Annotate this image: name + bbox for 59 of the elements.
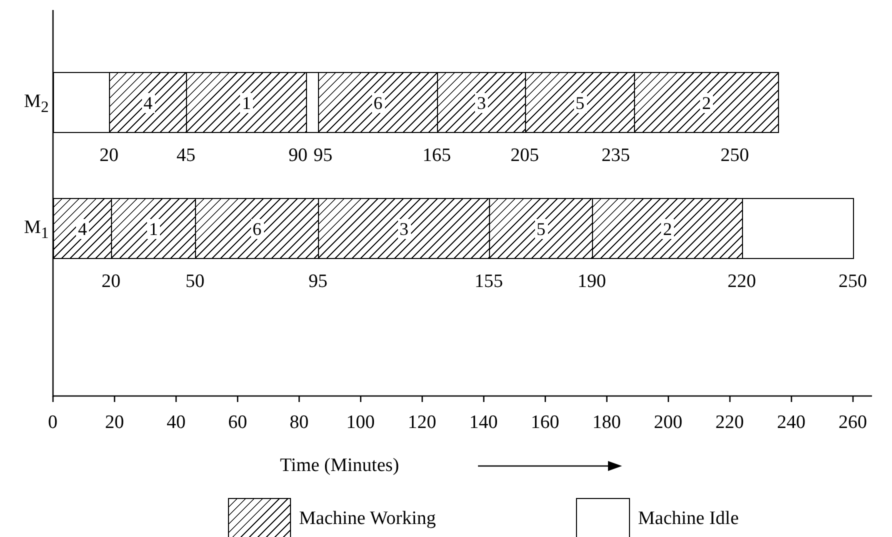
time-label: 220 bbox=[728, 272, 756, 292]
working-bar bbox=[109, 72, 187, 133]
tick-label: 200 bbox=[654, 413, 682, 433]
time-label: 250 bbox=[838, 272, 867, 292]
tick-label: 80 bbox=[290, 413, 309, 433]
time-label: 155 bbox=[474, 272, 503, 292]
job-number: 3 bbox=[475, 92, 488, 112]
job-number: 4 bbox=[142, 92, 154, 112]
tick-label: 140 bbox=[469, 413, 498, 433]
row-label: M$_{2}$ bbox=[24, 92, 49, 118]
job-number: 6 bbox=[372, 92, 384, 112]
tick-label: 240 bbox=[776, 413, 806, 433]
legend-label: Machine Idle bbox=[638, 509, 739, 529]
idle-bar bbox=[742, 198, 854, 259]
time-label: 50 bbox=[186, 272, 204, 292]
time-label: 250 bbox=[720, 146, 749, 166]
time-label: 45 bbox=[176, 146, 196, 166]
working-bar bbox=[318, 198, 490, 259]
working-bar bbox=[634, 72, 779, 133]
working-bar bbox=[186, 72, 307, 133]
time-label: 190 bbox=[578, 272, 606, 292]
working-bar bbox=[489, 198, 593, 259]
tick-label: 40 bbox=[166, 413, 186, 433]
row-label: M$_{1}$ bbox=[24, 218, 49, 244]
tick-label: 220 bbox=[715, 413, 744, 433]
job-number: 3 bbox=[398, 218, 410, 238]
job-number: 5 bbox=[574, 92, 586, 112]
legend-label: Machine Working bbox=[299, 509, 436, 529]
time-label: 20 bbox=[102, 272, 120, 292]
time-label: 165 bbox=[422, 146, 451, 166]
time-label: 205 bbox=[510, 146, 539, 166]
job-number: 5 bbox=[534, 218, 548, 238]
tick-label: 160 bbox=[530, 413, 560, 433]
time-label: 95 bbox=[308, 272, 328, 292]
working-bar bbox=[195, 198, 319, 259]
job-number: 1 bbox=[147, 218, 160, 238]
working-bar bbox=[111, 198, 196, 259]
time-label: 95 bbox=[314, 146, 332, 166]
tick-label: 120 bbox=[408, 413, 436, 433]
job-number: 2 bbox=[661, 218, 674, 238]
working-bar bbox=[318, 72, 438, 133]
tick-label: 60 bbox=[228, 413, 248, 433]
tick-label: 260 bbox=[838, 413, 867, 433]
time-label: 235 bbox=[602, 146, 630, 166]
working-bar bbox=[525, 72, 635, 133]
time-label: 90 bbox=[288, 146, 308, 166]
tick-label: 180 bbox=[592, 413, 621, 433]
working-bar bbox=[437, 72, 526, 133]
tick-label: 100 bbox=[346, 413, 375, 433]
working-bar bbox=[592, 198, 743, 259]
tick-label: 20 bbox=[105, 413, 124, 433]
axis-title: Time (Minutes) bbox=[280, 456, 400, 476]
tick-label: 0 bbox=[48, 413, 58, 433]
working-bar bbox=[53, 198, 112, 259]
job-number: 6 bbox=[250, 218, 264, 238]
job-number: 2 bbox=[700, 92, 713, 112]
time-label: 20 bbox=[100, 146, 118, 166]
job-number: 1 bbox=[240, 92, 253, 112]
job-number: 4 bbox=[76, 218, 89, 238]
